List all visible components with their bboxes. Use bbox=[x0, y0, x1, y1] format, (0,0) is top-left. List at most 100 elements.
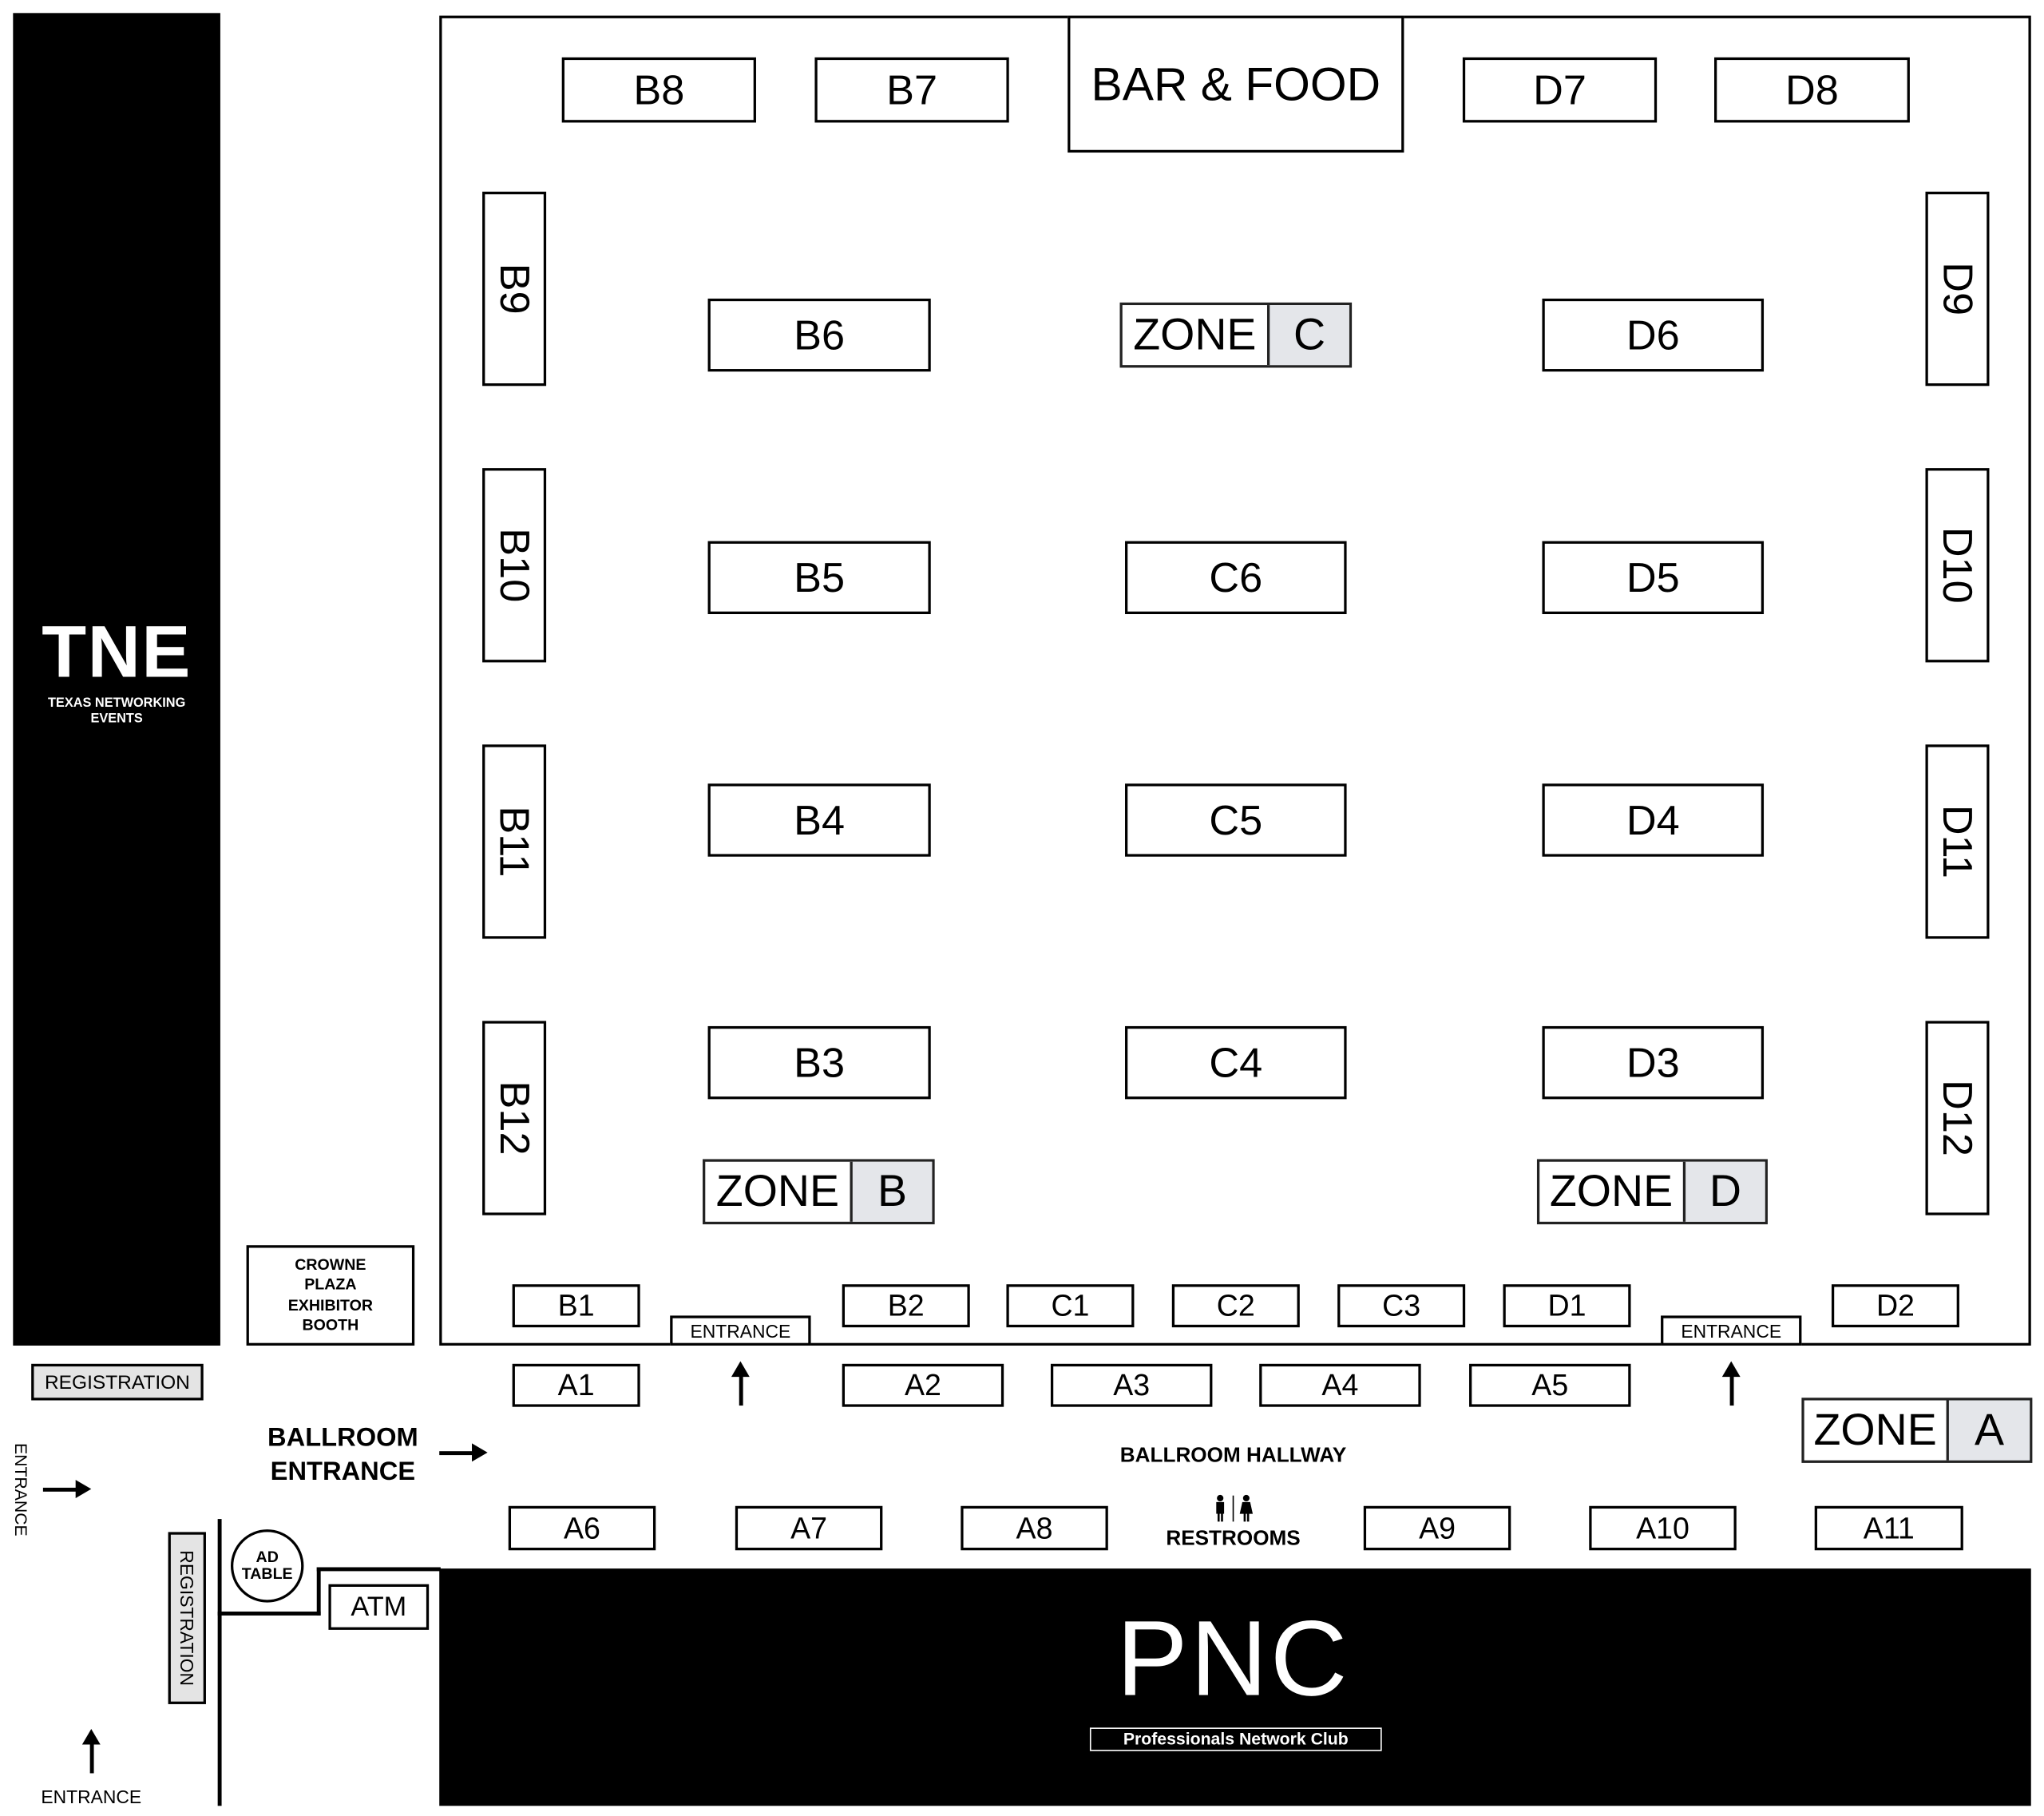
ballroom-entrance-left: ENTRANCE bbox=[670, 1315, 811, 1346]
registration-desk: REGISTRATION bbox=[31, 1363, 204, 1401]
booth-d9[interactable]: D9 bbox=[1925, 192, 1990, 387]
booth-label: D12 bbox=[1934, 1080, 1982, 1156]
side-entrance-label: ENTRANCE bbox=[10, 1441, 31, 1540]
booth-a9[interactable]: A9 bbox=[1363, 1505, 1511, 1551]
booth-a8[interactable]: A8 bbox=[961, 1505, 1108, 1551]
label-line: AD bbox=[256, 1548, 279, 1566]
booth-a5[interactable]: A5 bbox=[1469, 1363, 1631, 1407]
booth-d7[interactable]: D7 bbox=[1462, 57, 1658, 123]
booth-c4[interactable]: C4 bbox=[1125, 1025, 1347, 1100]
booth-label: CROWNE bbox=[295, 1255, 366, 1274]
booth-a10[interactable]: A10 bbox=[1589, 1505, 1737, 1551]
booth-a11[interactable]: A11 bbox=[1814, 1505, 1963, 1551]
zone-word: ZONE bbox=[1133, 309, 1257, 359]
booth-label: B10 bbox=[491, 528, 539, 603]
booth-a1[interactable]: A1 bbox=[512, 1363, 640, 1407]
booth-d4[interactable]: D4 bbox=[1542, 783, 1765, 857]
booth-label: B11 bbox=[491, 806, 539, 878]
zone-d-label: ZONE D bbox=[1536, 1159, 1768, 1225]
booth-label: BOOTH bbox=[302, 1315, 359, 1334]
booth-label: B9 bbox=[491, 263, 539, 315]
arrow-up-icon bbox=[1721, 1361, 1741, 1406]
main-entrance-label: ENTRANCE bbox=[41, 1786, 142, 1807]
wall bbox=[316, 1567, 441, 1572]
pnc-logo: PNC bbox=[1116, 1600, 1350, 1719]
wall bbox=[316, 1567, 321, 1616]
booth-d5[interactable]: D5 bbox=[1542, 541, 1765, 615]
arrow-right-icon bbox=[439, 1443, 488, 1462]
zone-word: ZONE bbox=[1549, 1166, 1674, 1216]
booth-a7[interactable]: A7 bbox=[735, 1505, 883, 1551]
pnc-panel: PNC Professionals Network Club bbox=[439, 1568, 2031, 1806]
zone-word: ZONE bbox=[715, 1166, 839, 1216]
booth-b11[interactable]: B11 bbox=[482, 744, 547, 939]
restrooms-label: RESTROOMS bbox=[1166, 1528, 1301, 1551]
booth-b7[interactable]: B7 bbox=[814, 57, 1009, 123]
booth-c1[interactable]: C1 bbox=[1006, 1284, 1135, 1328]
booth-b5[interactable]: B5 bbox=[707, 541, 931, 615]
booth-d6[interactable]: D6 bbox=[1542, 298, 1765, 372]
booth-label: EXHIBITOR bbox=[287, 1295, 374, 1314]
zone-letter: D bbox=[1682, 1161, 1765, 1222]
arrow-right-icon bbox=[42, 1480, 92, 1498]
tne-panel: TNE TEXAS NETWORKING EVENTS bbox=[13, 13, 220, 1346]
booth-a2[interactable]: A2 bbox=[842, 1363, 1004, 1407]
label-line: TABLE bbox=[241, 1564, 293, 1584]
booth-a3[interactable]: A3 bbox=[1050, 1363, 1213, 1407]
booth-label: D9 bbox=[1934, 262, 1982, 316]
booth-d8[interactable]: D8 bbox=[1714, 57, 1910, 123]
booth-b12[interactable]: B12 bbox=[482, 1021, 547, 1215]
booth-b8[interactable]: B8 bbox=[561, 57, 756, 123]
wall bbox=[217, 1519, 222, 1806]
zone-letter: C bbox=[1266, 305, 1349, 366]
ballroom-hallway-label: BALLROOM HALLWAY bbox=[1119, 1445, 1347, 1467]
zone-b-label: ZONE B bbox=[703, 1159, 935, 1225]
booth-b1[interactable]: B1 bbox=[512, 1284, 640, 1328]
bar-food-area: BAR & FOOD bbox=[1068, 15, 1404, 153]
ballroom-entrance-label: BALLROOM ENTRANCE bbox=[239, 1421, 447, 1489]
booth-d2[interactable]: D2 bbox=[1831, 1284, 1959, 1328]
booth-b4[interactable]: B4 bbox=[707, 783, 931, 857]
label-line: BALLROOM bbox=[267, 1423, 418, 1453]
booth-d10[interactable]: D10 bbox=[1925, 468, 1990, 663]
booth-b10[interactable]: B10 bbox=[482, 468, 547, 663]
booth-label: D10 bbox=[1934, 526, 1982, 604]
ballroom bbox=[439, 15, 2031, 1346]
booth-d3[interactable]: D3 bbox=[1542, 1025, 1765, 1100]
booth-label: D11 bbox=[1934, 804, 1982, 878]
booth-label: B12 bbox=[491, 1080, 539, 1156]
ballroom-entrance-right: ENTRANCE bbox=[1661, 1315, 1802, 1346]
booth-d12[interactable]: D12 bbox=[1925, 1021, 1990, 1215]
booth-c3[interactable]: C3 bbox=[1337, 1284, 1466, 1328]
ad-table[interactable]: AD TABLE bbox=[230, 1529, 304, 1603]
booth-b3[interactable]: B3 bbox=[707, 1025, 931, 1100]
booth-a6[interactable]: A6 bbox=[508, 1505, 656, 1551]
booth-c6[interactable]: C6 bbox=[1125, 541, 1347, 615]
booth-b9[interactable]: B9 bbox=[482, 192, 547, 387]
tne-logo: TNE bbox=[42, 610, 192, 692]
arrow-up-icon bbox=[731, 1361, 750, 1406]
booth-b6[interactable]: B6 bbox=[707, 298, 931, 372]
zone-word: ZONE bbox=[1813, 1405, 1937, 1455]
registration-desk-vertical: REGISTRATION bbox=[168, 1532, 206, 1704]
booth-d11[interactable]: D11 bbox=[1925, 744, 1990, 939]
booth-label: PLAZA bbox=[304, 1275, 357, 1294]
booth-c5[interactable]: C5 bbox=[1125, 783, 1347, 857]
pnc-logo-subtitle: Professionals Network Club bbox=[1089, 1727, 1382, 1751]
wall bbox=[217, 1612, 321, 1616]
registration-text: REGISTRATION bbox=[176, 1550, 198, 1687]
booth-b2[interactable]: B2 bbox=[842, 1284, 970, 1328]
zone-letter: A bbox=[1946, 1400, 2030, 1461]
zone-letter: B bbox=[850, 1161, 933, 1222]
arrow-up-icon bbox=[81, 1728, 101, 1774]
atm[interactable]: ATM bbox=[328, 1584, 430, 1630]
booth-a4[interactable]: A4 bbox=[1259, 1363, 1421, 1407]
crowne-plaza-exhibitor-booth[interactable]: CROWNE PLAZA EXHIBITOR BOOTH bbox=[246, 1245, 415, 1346]
booth-d1[interactable]: D1 bbox=[1503, 1284, 1631, 1328]
booth-c2[interactable]: C2 bbox=[1171, 1284, 1300, 1328]
entrance-text: ENTRANCE bbox=[10, 1442, 31, 1536]
tne-logo-subtitle: TEXAS NETWORKING EVENTS bbox=[47, 696, 186, 727]
restroom-icon bbox=[1210, 1494, 1257, 1523]
zone-a-label: ZONE A bbox=[1801, 1398, 2033, 1463]
